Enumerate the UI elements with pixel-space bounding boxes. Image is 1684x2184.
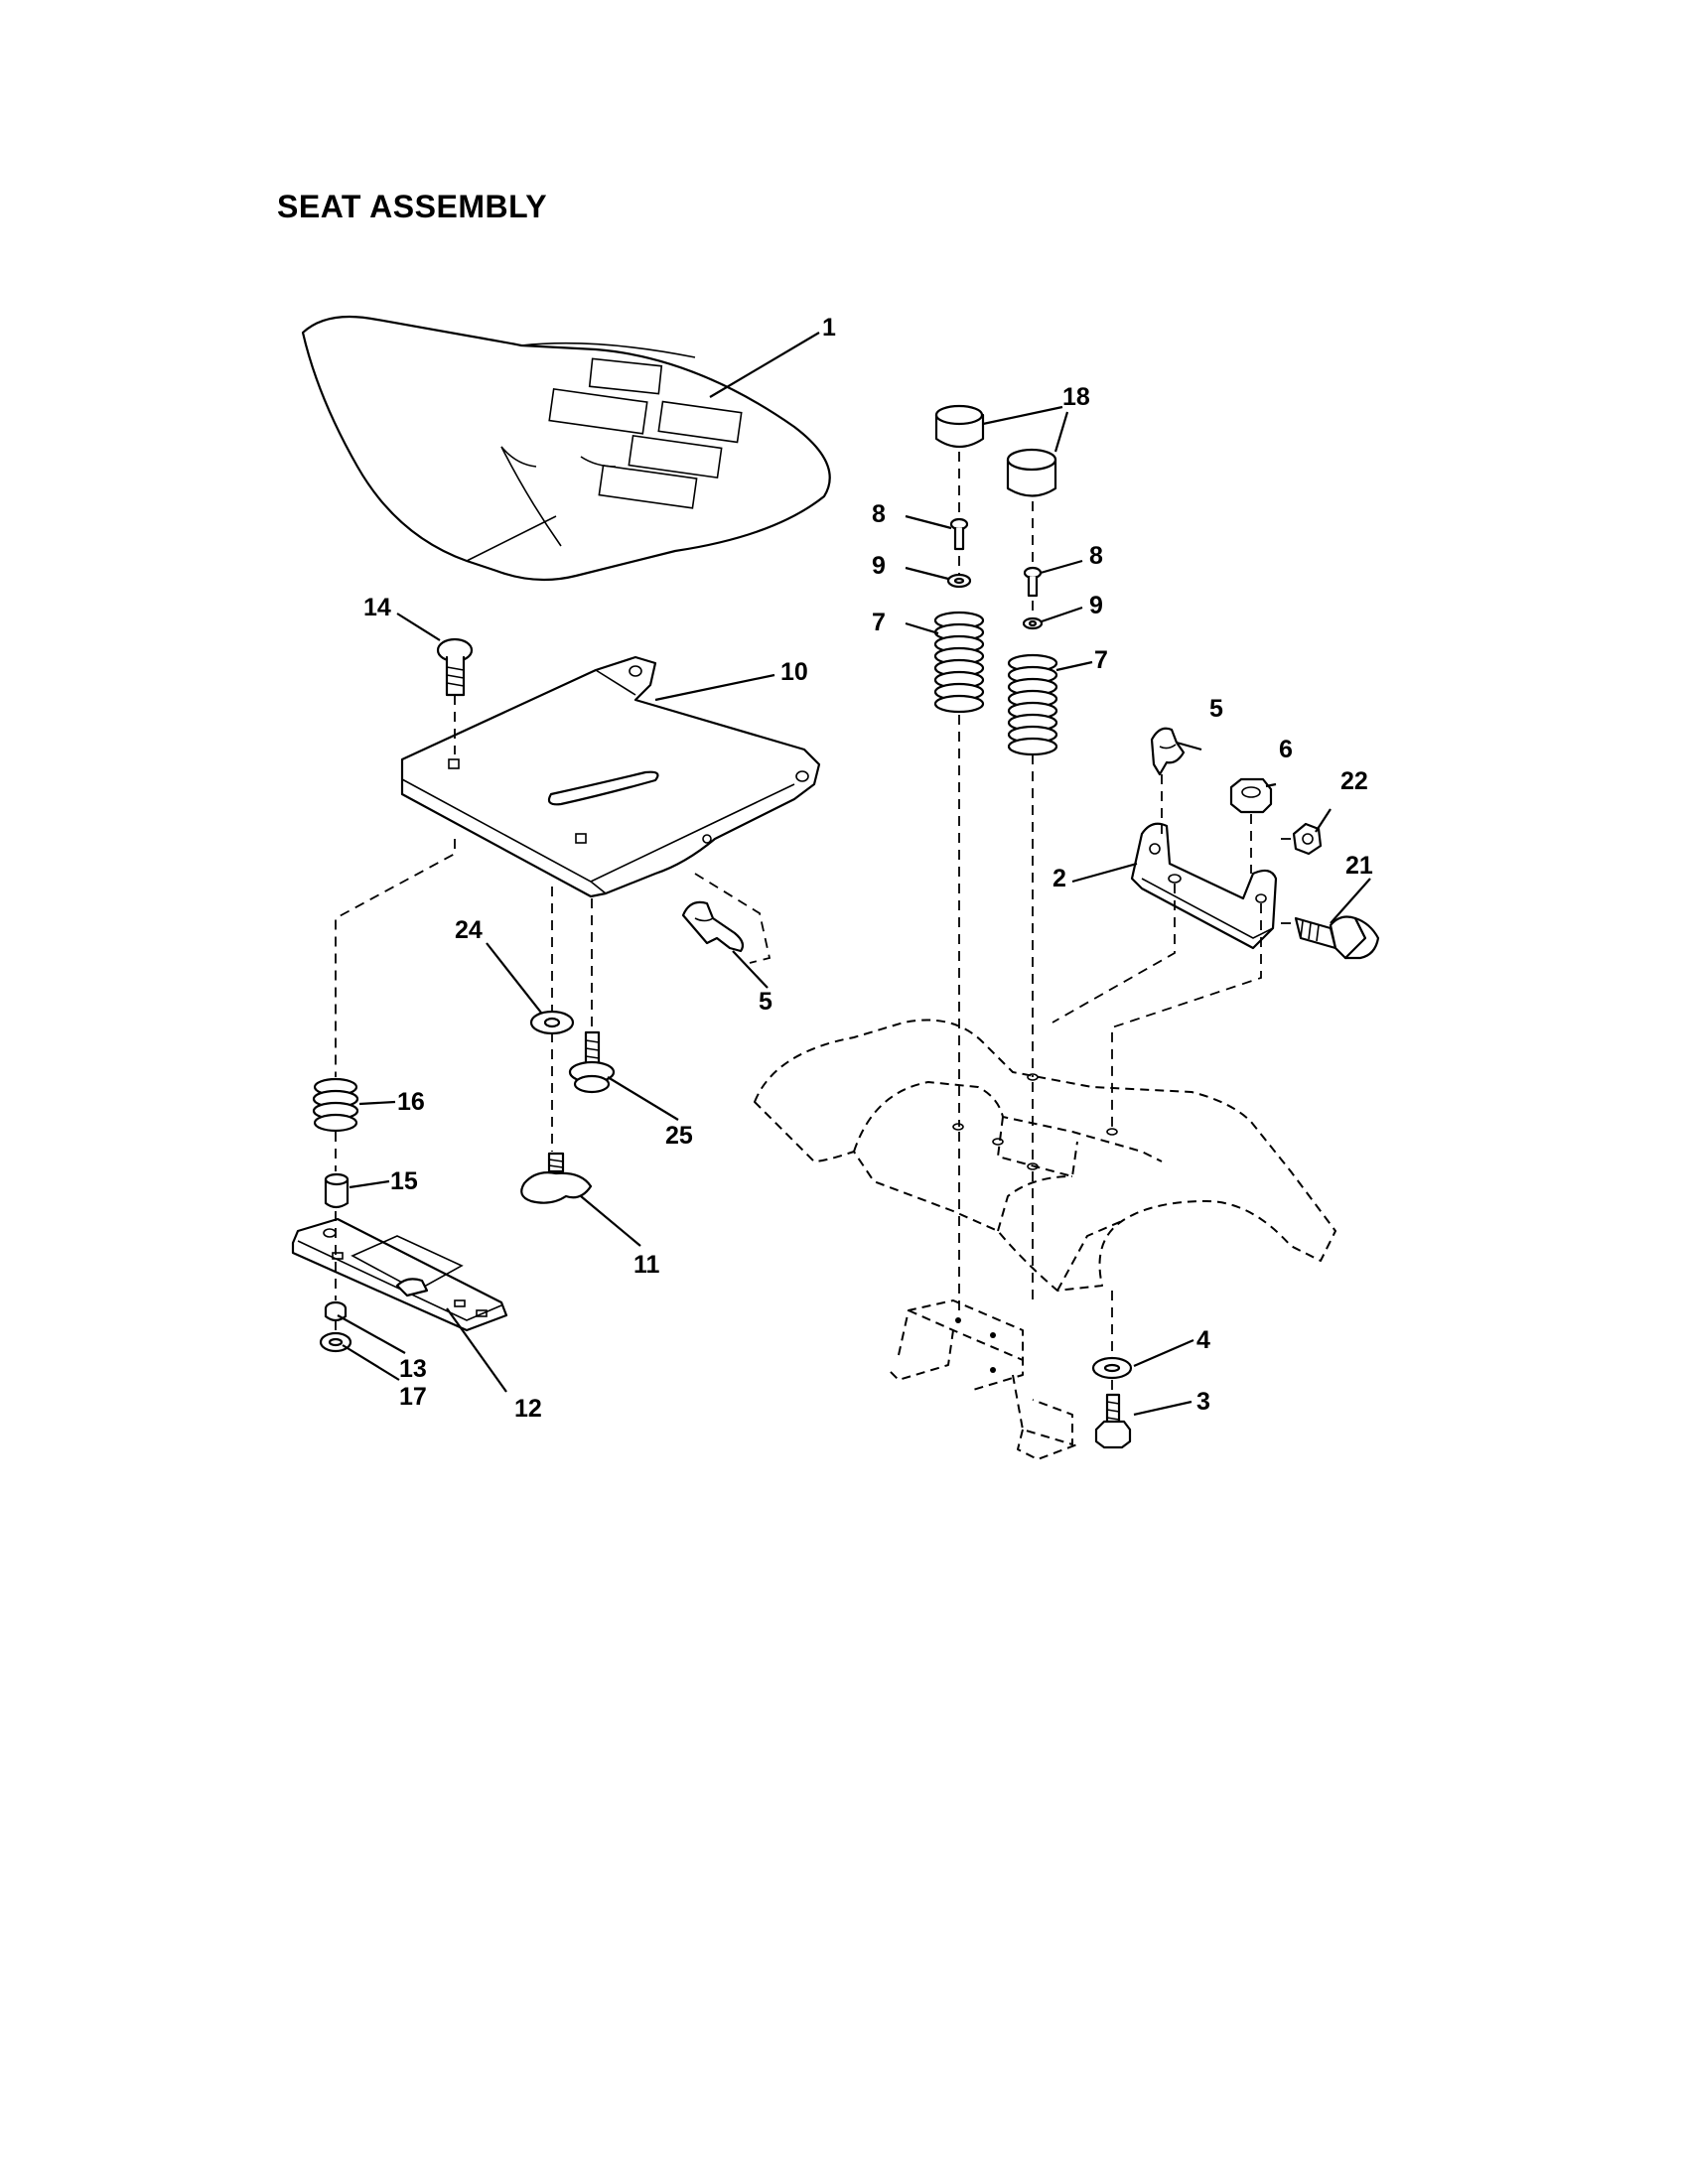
nut-part-6 [1229, 777, 1273, 814]
callout-5-left: 5 [759, 988, 772, 1016]
spring-part-7-left [933, 611, 985, 714]
callout-17: 17 [399, 1383, 427, 1411]
washer-part-9-right [1022, 616, 1044, 630]
callout-10: 10 [780, 658, 808, 686]
bolt-part-3 [1094, 1393, 1132, 1449]
callout-25: 25 [665, 1122, 693, 1150]
callout-16: 16 [397, 1088, 425, 1116]
callout-6: 6 [1279, 736, 1293, 763]
carriage-bolt-part-14 [436, 637, 474, 697]
fender-reference-outline [754, 1019, 1336, 1292]
spring-part-7-right [1007, 653, 1058, 756]
bumper-part-18-right [1006, 448, 1057, 497]
callout-labels: 1 18 8 8 9 9 7 7 14 10 5 6 22 2 21 5 24 … [363, 314, 1373, 1423]
washer-part-9-left [946, 573, 972, 589]
callout-12: 12 [514, 1395, 542, 1423]
seat-part-1 [301, 315, 831, 582]
callout-1: 1 [822, 314, 836, 341]
knob-part-11 [520, 1152, 593, 1204]
callout-3: 3 [1196, 1388, 1210, 1416]
spring-part-16 [312, 1077, 359, 1133]
knob-bolt-part-21 [1294, 915, 1380, 960]
callout-14: 14 [363, 594, 391, 621]
page-title: SEAT ASSEMBLY [277, 189, 548, 224]
callout-22: 22 [1340, 767, 1368, 795]
callout-15: 15 [390, 1167, 418, 1195]
assembly-guide-lines [335, 452, 1296, 1392]
frame-bracket-reference-outline [888, 1299, 1078, 1460]
callout-8-right: 8 [1089, 542, 1103, 570]
callout-13: 13 [399, 1355, 427, 1383]
callout-2: 2 [1052, 865, 1066, 892]
callout-7-right: 7 [1094, 646, 1108, 674]
clip-part-5-right [1150, 727, 1186, 776]
clip-part-5-left [681, 873, 772, 964]
callout-5-right: 5 [1209, 695, 1223, 723]
callout-9-left: 9 [872, 552, 886, 580]
screw-part-8-right [1023, 566, 1043, 598]
callout-7-left: 7 [872, 609, 886, 636]
callout-11: 11 [633, 1251, 660, 1279]
callout-4: 4 [1196, 1326, 1210, 1354]
bumper-part-18-left [934, 404, 985, 449]
seat-pan-part-10 [400, 655, 821, 898]
nut-part-22 [1292, 822, 1323, 856]
leader-lines [337, 332, 1371, 1417]
slide-rail-part-12 [291, 1217, 508, 1332]
callout-9-right: 9 [1089, 592, 1103, 619]
callout-18: 18 [1062, 383, 1090, 411]
callout-21: 21 [1345, 852, 1373, 880]
callout-8-left: 8 [872, 500, 886, 528]
callout-24: 24 [455, 916, 483, 944]
flange-bolt-part-25 [568, 1030, 616, 1094]
washer-part-24 [529, 1010, 575, 1035]
spacer-part-15 [324, 1172, 350, 1209]
screw-part-8-left [949, 517, 969, 551]
washer-part-4 [1091, 1356, 1133, 1380]
bracket-part-2 [1130, 822, 1278, 950]
